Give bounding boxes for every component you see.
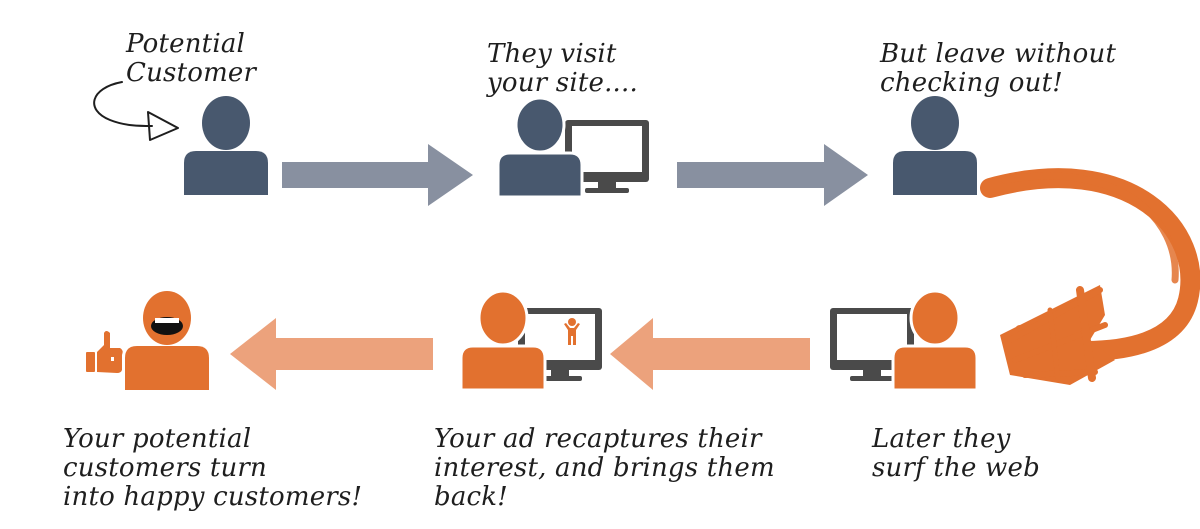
ad-figure-icon — [564, 318, 580, 345]
caption-line: your site.... — [487, 68, 638, 98]
caption-line: They visit — [487, 39, 617, 69]
person-icon — [184, 96, 268, 195]
caption-visit-site: They visit your site.... — [487, 40, 638, 98]
caption-potential-customer: Potential Customer — [126, 30, 256, 88]
curved-return-arrow — [980, 168, 1200, 385]
caption-line: checking out! — [880, 68, 1063, 98]
pointer-arrow — [93, 81, 179, 141]
arrow-right-2 — [677, 144, 868, 206]
caption-line: into happy customers! — [63, 482, 363, 512]
caption-surf-web: Later they surf the web — [872, 425, 1040, 483]
caption-line: Your ad recaptures their — [434, 424, 762, 454]
arrow-left-1 — [610, 318, 810, 390]
caption-happy-customers: Your potential customers turn into happy… — [63, 425, 362, 512]
arrow-left-2 — [230, 318, 433, 390]
person-icon — [893, 96, 977, 195]
caption-leave-without-checkout: But leave without checking out! — [880, 40, 1116, 98]
smile-mouth — [151, 317, 183, 335]
caption-line: customers turn — [63, 453, 267, 483]
caption-line: back! — [434, 482, 508, 512]
caption-line: Customer — [126, 58, 257, 88]
caption-line: But leave without — [880, 39, 1117, 69]
arrow-right-1 — [282, 144, 473, 206]
caption-line: interest, and brings them — [434, 453, 775, 483]
caption-ad-recaptures: Your ad recaptures their interest, and b… — [434, 425, 775, 512]
caption-line: Potential — [126, 29, 246, 59]
caption-line: Later they — [872, 424, 1011, 454]
caption-line: Your potential — [63, 424, 252, 454]
caption-line: surf the web — [872, 453, 1040, 483]
person-icon — [125, 291, 209, 390]
thumbs-up-icon — [86, 331, 123, 373]
